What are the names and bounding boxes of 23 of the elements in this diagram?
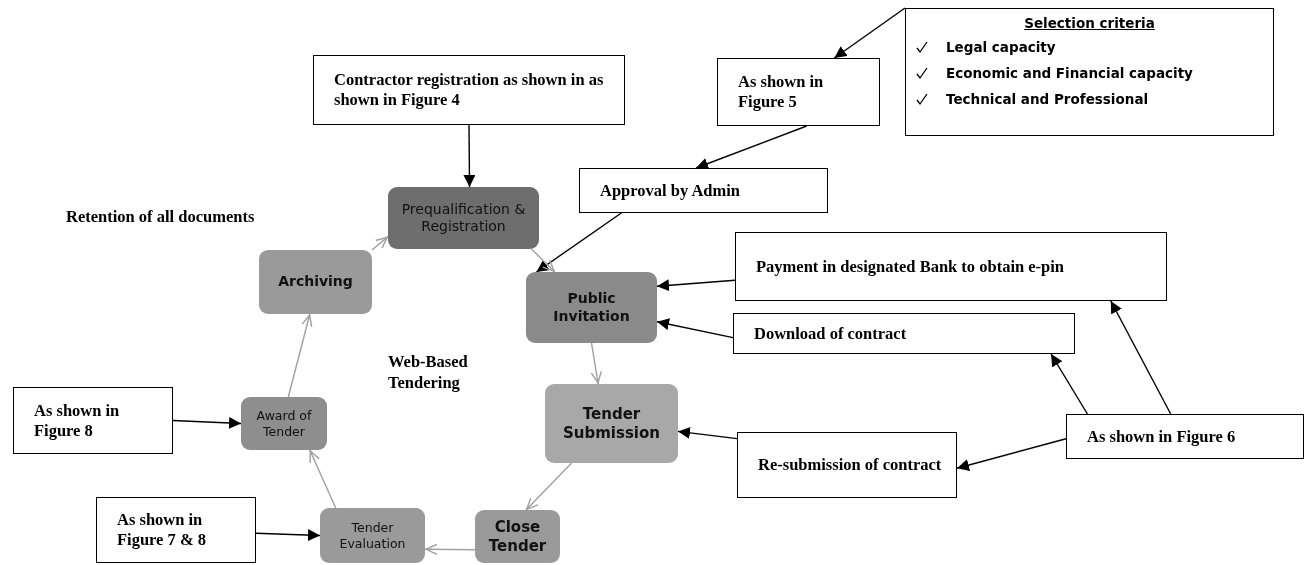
criteria-item: Technical and Professional (946, 91, 1149, 107)
process-step: Close Tender (475, 510, 560, 563)
note-box: As shown in Figure 7 & 8 (96, 497, 256, 563)
box-heading: Selection criteria (1023, 15, 1156, 31)
note-box: Re-submission of contract (737, 432, 957, 498)
note-box: As shown in Figure 6 (1066, 414, 1304, 459)
process-step: Tender Submission (545, 384, 678, 463)
note-box: Download of contract (733, 313, 1075, 354)
note-box: As shown in Figure 5 (717, 58, 880, 126)
note-box: Contractor registration as shown in as shown in Figure 4 (313, 55, 625, 125)
note-text: Retention of all documents (66, 207, 256, 228)
process-step: Prequalification & Registration (388, 187, 539, 249)
note-text: Web-Based Tendering (388, 352, 469, 394)
process-step: Tender Evaluation (320, 508, 425, 563)
criteria-item: Legal capacity (946, 39, 1056, 55)
note-box: Approval by Admin (579, 168, 828, 213)
criteria-box (905, 8, 1274, 136)
process-step: Public Invitation (526, 272, 657, 343)
note-box: Payment in designated Bank to obtain e-pin (735, 232, 1167, 301)
criteria-item: Economic and Financial capacity (946, 65, 1193, 81)
process-step: Award of Tender (241, 397, 327, 450)
process-step: Archiving (259, 250, 372, 314)
note-box: As shown in Figure 8 (13, 387, 173, 454)
